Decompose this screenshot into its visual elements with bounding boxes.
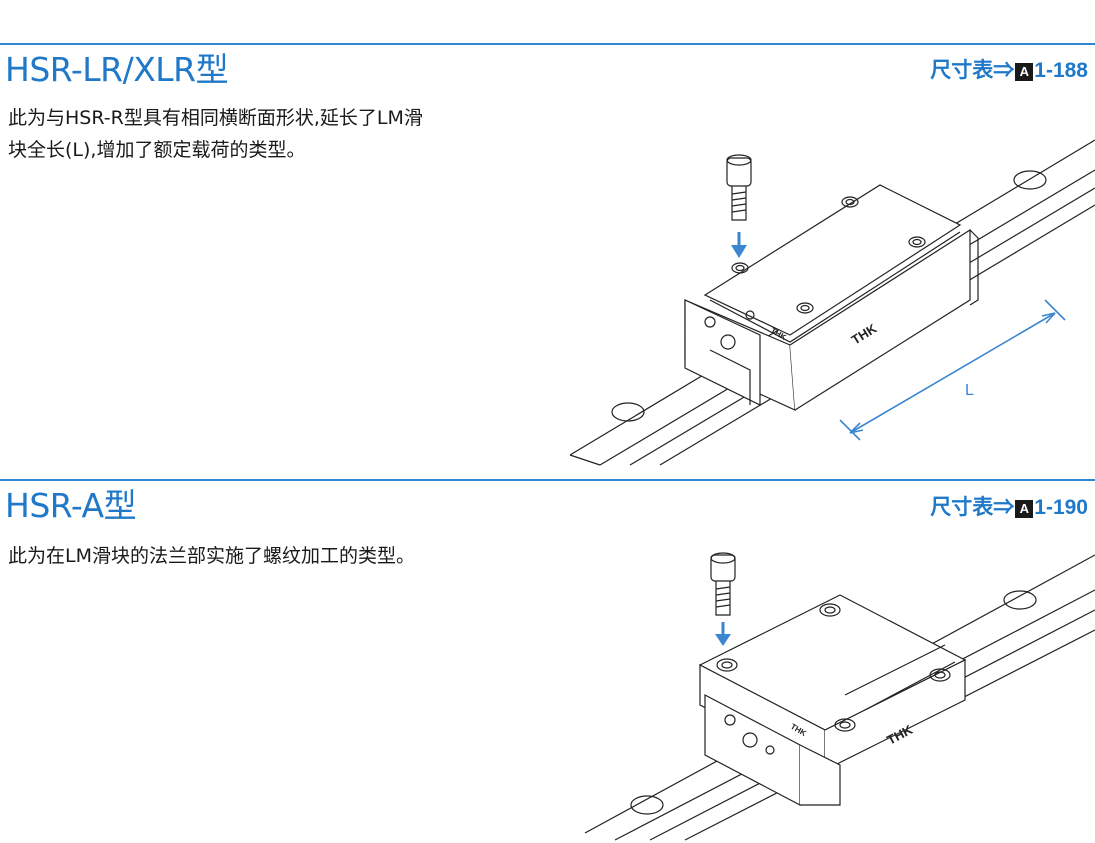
description-line: 此为在LM滑块的法兰部实施了螺纹加工的类型。: [8, 545, 415, 567]
section-badge-icon: A: [1015, 63, 1034, 81]
dimension-label: L: [965, 382, 974, 399]
ref-prefix: 尺寸表⇒: [930, 496, 1015, 519]
ref-page: 1-190: [1034, 496, 1088, 519]
section-divider: [0, 479, 1095, 481]
ref-prefix: 尺寸表⇒: [930, 59, 1015, 82]
section-badge-icon: A: [1015, 500, 1034, 518]
section-title: HSR-A型: [5, 486, 137, 525]
section-title: HSR-LR/XLR型: [5, 50, 229, 89]
section-description: 此为在LM滑块的法兰部实施了螺纹加工的类型。: [8, 540, 415, 572]
lm-guide-long-block-illustration: L THK THK: [569, 139, 1095, 466]
ref-page: 1-188: [1034, 59, 1088, 82]
description-line: 此为与HSR-R型具有相同横断面形状,延长了LM滑: [8, 107, 423, 129]
description-line: 块全长(L),增加了额定载荷的类型。: [8, 139, 306, 161]
lm-guide-flange-block-illustration: THK THK: [584, 552, 1095, 841]
section-divider: [0, 43, 1095, 45]
section-description: 此为与HSR-R型具有相同横断面形状,延长了LM滑 块全长(L),增加了额定载荷…: [8, 102, 423, 166]
